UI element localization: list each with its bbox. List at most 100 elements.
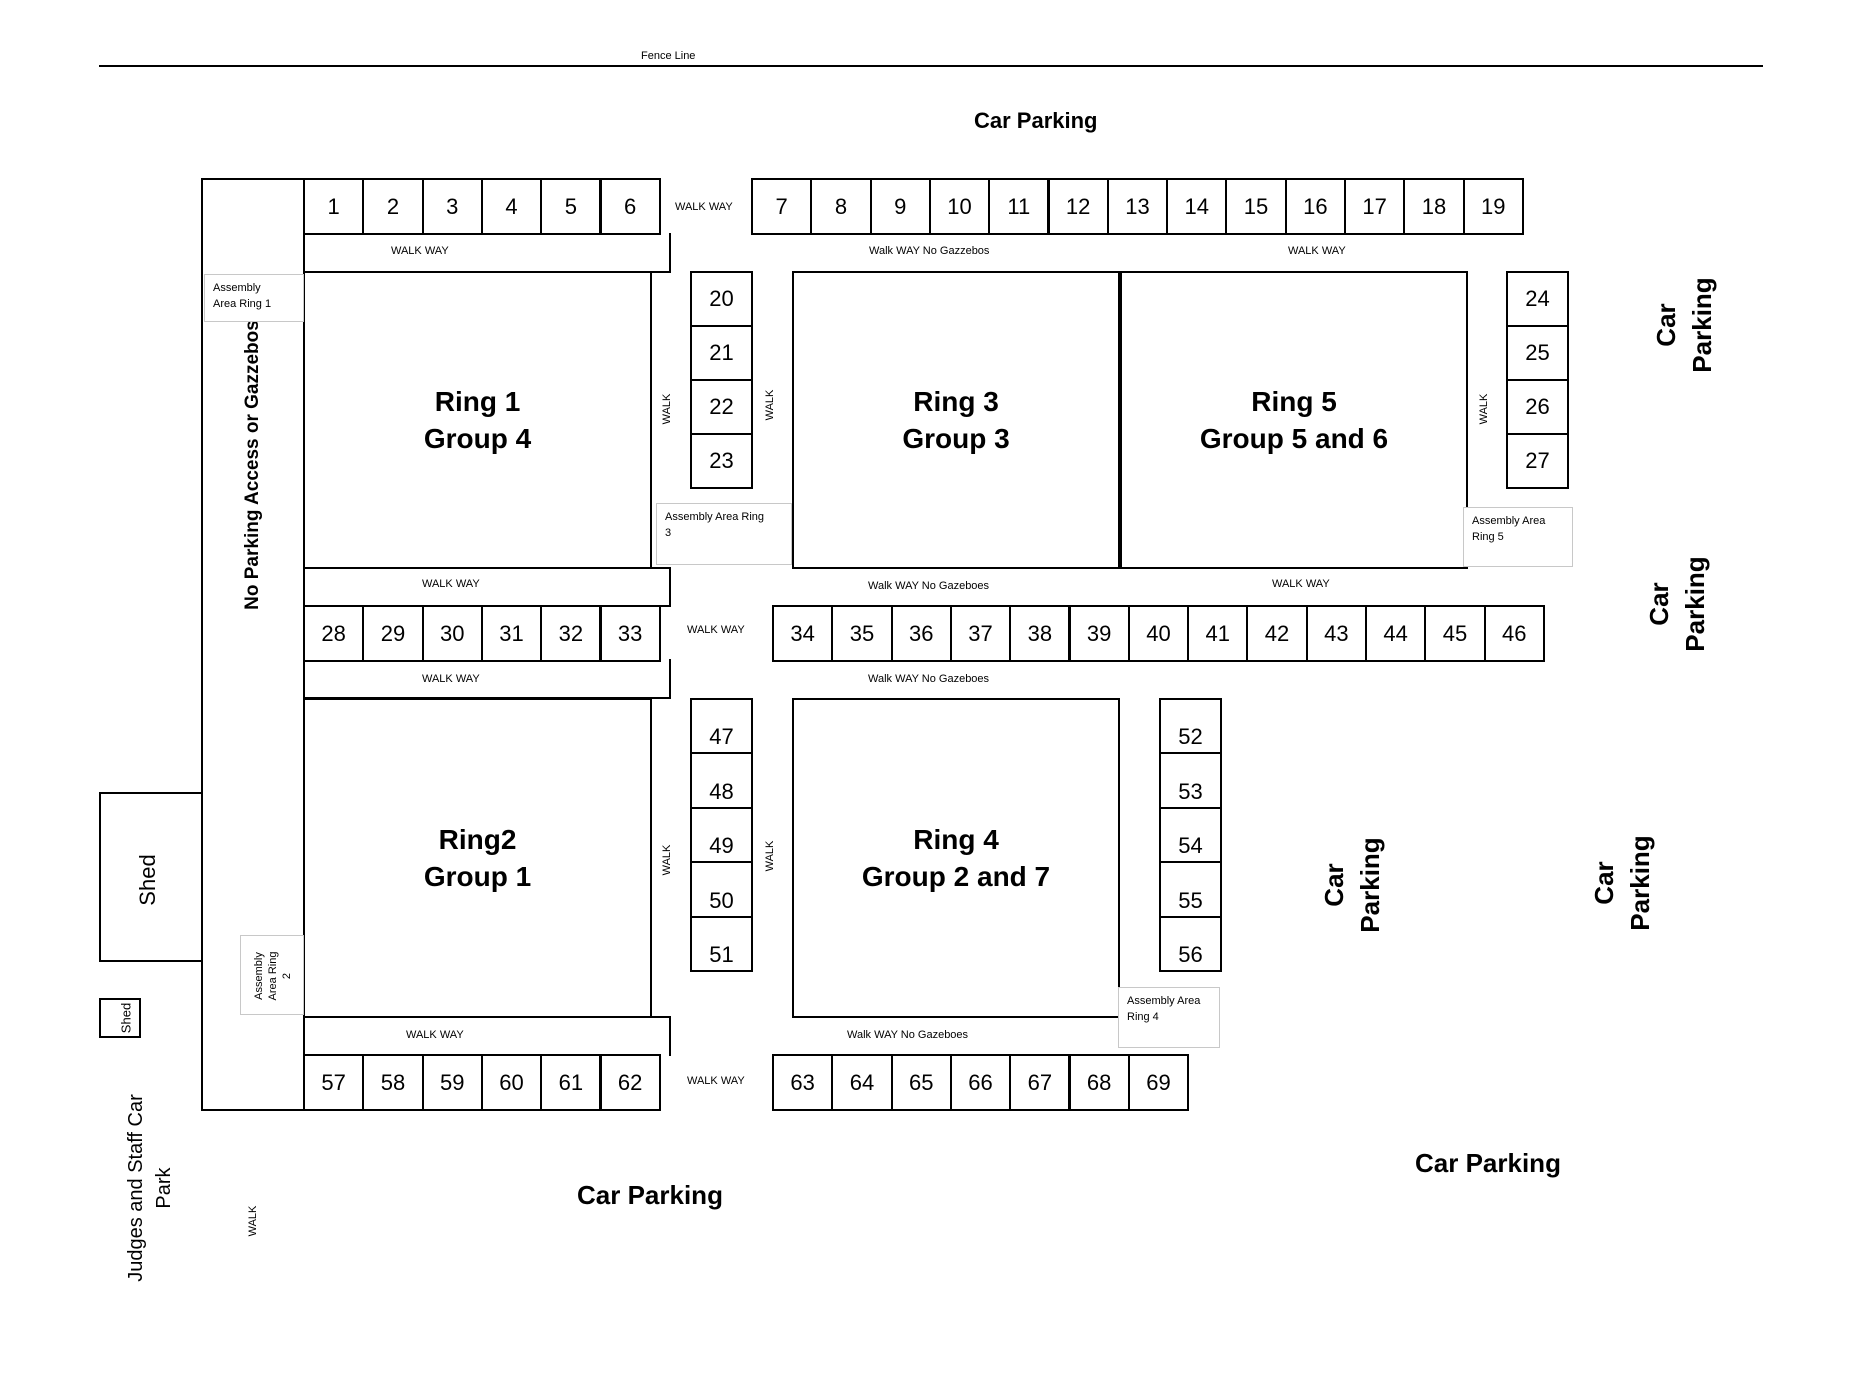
stall-55: 55 <box>1159 861 1222 918</box>
stall-42: 42 <box>1246 605 1308 662</box>
walk-way-top-left: WALK WAY <box>391 245 449 257</box>
assembly-area-ring-5-line1: Assembly Area <box>1472 515 1546 527</box>
stall-16: 16 <box>1284 178 1346 235</box>
stall-59: 59 <box>421 1054 483 1111</box>
stall-46: 46 <box>1483 605 1545 662</box>
stall-18: 18 <box>1403 178 1465 235</box>
ring-3-name: Ring 3 <box>913 386 999 417</box>
assembly-area-ring-4-line1: Assembly Area <box>1127 995 1201 1007</box>
no-parking-label: No Parking Access or Gazzebos <box>242 320 263 610</box>
walk-way-mid-upper-right: WALK WAY <box>1272 578 1330 590</box>
car-parking-right-middle-line1: Car <box>1644 582 1674 626</box>
ring-5-name: Ring 5 <box>1251 386 1337 417</box>
car-parking-right-upper-line1: Car <box>1651 303 1681 347</box>
stall-45: 45 <box>1424 605 1486 662</box>
stall-58: 58 <box>362 1054 424 1111</box>
stall-36: 36 <box>890 605 952 662</box>
stall-68: 68 <box>1068 1054 1130 1111</box>
ring-1-group: Group 4 <box>423 423 532 454</box>
assembly-area-ring-3-line1: Assembly Area Ring <box>665 511 765 523</box>
ring-2: Ring2 Group 1 <box>303 698 652 1018</box>
car-parking-right-middle-line2: Parking <box>1680 556 1710 652</box>
stall-38: 38 <box>1009 605 1071 662</box>
walk-way-bottom-middle: Walk WAY No Gazeboes <box>847 1029 969 1041</box>
walk-label-ring3-left: WALK <box>764 389 776 421</box>
stall-25: 25 <box>1506 325 1569 381</box>
walkway-strip-top-left <box>303 233 671 273</box>
walkway-strip-mid-upper-left <box>303 567 671 607</box>
shed-small-label: Shed <box>118 1002 134 1034</box>
walkway-strip-mid-lower-left <box>303 659 671 699</box>
stall-51: 51 <box>690 915 753 972</box>
assembly-area-ring-1: Assembly Area Ring 1 <box>204 274 304 322</box>
stall-26: 26 <box>1506 379 1569 435</box>
ring-2-group: Group 1 <box>423 861 532 892</box>
walk-label-ring4-left: WALK <box>764 840 776 872</box>
assembly-area-ring-1-line2: Area Ring 1 <box>213 298 272 310</box>
ring-1-name: Ring 1 <box>434 386 521 417</box>
stall-63: 63 <box>772 1054 834 1111</box>
stall-20: 20 <box>690 271 753 327</box>
stall-8: 8 <box>810 178 872 235</box>
judges-car-park-line2: Park <box>153 1167 175 1209</box>
ring-2-name: Ring2 <box>438 824 517 855</box>
stall-60: 60 <box>480 1054 543 1111</box>
car-parking-right-upper-line2: Parking <box>1687 277 1717 373</box>
car-parking-top: Car Parking <box>974 108 1098 133</box>
stall-7: 7 <box>751 178 813 235</box>
ring-4-group: Group 2 and 7 <box>861 861 1051 892</box>
assembly-area-ring-5-line2: Ring 5 <box>1472 531 1504 543</box>
assembly-area-ring-3-line2: 3 <box>665 527 672 539</box>
walk-way-top-right: WALK WAY <box>1288 245 1346 257</box>
ring-1: Ring 1 Group 4 <box>303 271 652 569</box>
shed-large <box>99 792 203 962</box>
ring-3-group: Group 3 <box>902 423 1010 454</box>
stall-40: 40 <box>1127 605 1190 662</box>
walk-way-mid-upper-middle: Walk WAY No Gazeboes <box>868 580 990 592</box>
assembly-area-ring-2-line1: Assembly <box>253 952 265 1000</box>
stall-22: 22 <box>690 379 753 435</box>
walk-way-mid-gap: WALK WAY <box>687 624 745 636</box>
stall-54: 54 <box>1159 806 1222 864</box>
stall-13: 13 <box>1106 178 1169 235</box>
stall-66: 66 <box>949 1054 1012 1111</box>
stall-34: 34 <box>772 605 834 662</box>
walk-way-mid-lower-left: WALK WAY <box>422 673 480 685</box>
walk-way-bottom-left: WALK WAY <box>406 1029 464 1041</box>
fence-line-label: Fence Line <box>641 50 696 62</box>
stall-61: 61 <box>540 1054 602 1111</box>
assembly-area-ring-2-line2: Area Ring <box>267 951 279 1001</box>
assembly-area-ring-4: Assembly Area Ring 4 <box>1118 987 1220 1048</box>
stall-35: 35 <box>831 605 893 662</box>
car-parking-center-lower-line1: Car <box>1319 863 1349 907</box>
stall-27: 27 <box>1506 433 1569 489</box>
stall-47: 47 <box>690 698 753 755</box>
walk-way-bottom-gap: WALK WAY <box>687 1075 745 1087</box>
stall-57: 57 <box>303 1054 365 1111</box>
stall-41: 41 <box>1187 605 1249 662</box>
stall-49: 49 <box>690 806 753 864</box>
walk-label-judges: WALK <box>247 1205 259 1237</box>
stall-64: 64 <box>831 1054 893 1111</box>
stall-19: 19 <box>1462 178 1524 235</box>
assembly-area-ring-4-line2: Ring 4 <box>1127 1011 1159 1023</box>
assembly-area-ring-2-text: Assembly Area Ring 2 <box>252 952 294 1001</box>
assembly-area-ring-3: Assembly Area Ring 3 <box>656 503 792 565</box>
stall-43: 43 <box>1305 605 1367 662</box>
stall-30: 30 <box>421 605 483 662</box>
walk-label-ring5-right: WALK <box>1478 393 1490 425</box>
assembly-area-ring-1-line1: Assembly <box>213 282 261 294</box>
stall-44: 44 <box>1365 605 1427 662</box>
stall-53: 53 <box>1159 752 1222 809</box>
judges-car-park-line1: Judges and Staff Car <box>125 1094 147 1282</box>
stall-6: 6 <box>599 178 661 235</box>
stall-15: 15 <box>1225 178 1287 235</box>
stall-31: 31 <box>480 605 543 662</box>
car-parking-right-lower: Car Parking <box>1586 835 1658 930</box>
car-parking-center-lower-line2: Parking <box>1355 837 1385 933</box>
stall-69: 69 <box>1127 1054 1190 1111</box>
car-parking-right-lower-line1: Car <box>1589 861 1619 905</box>
shed-large-label: Shed <box>135 854 160 906</box>
ring-5: Ring 5 Group 5 and 6 <box>1120 271 1468 569</box>
walk-label-ring2-right: WALK <box>661 844 673 876</box>
